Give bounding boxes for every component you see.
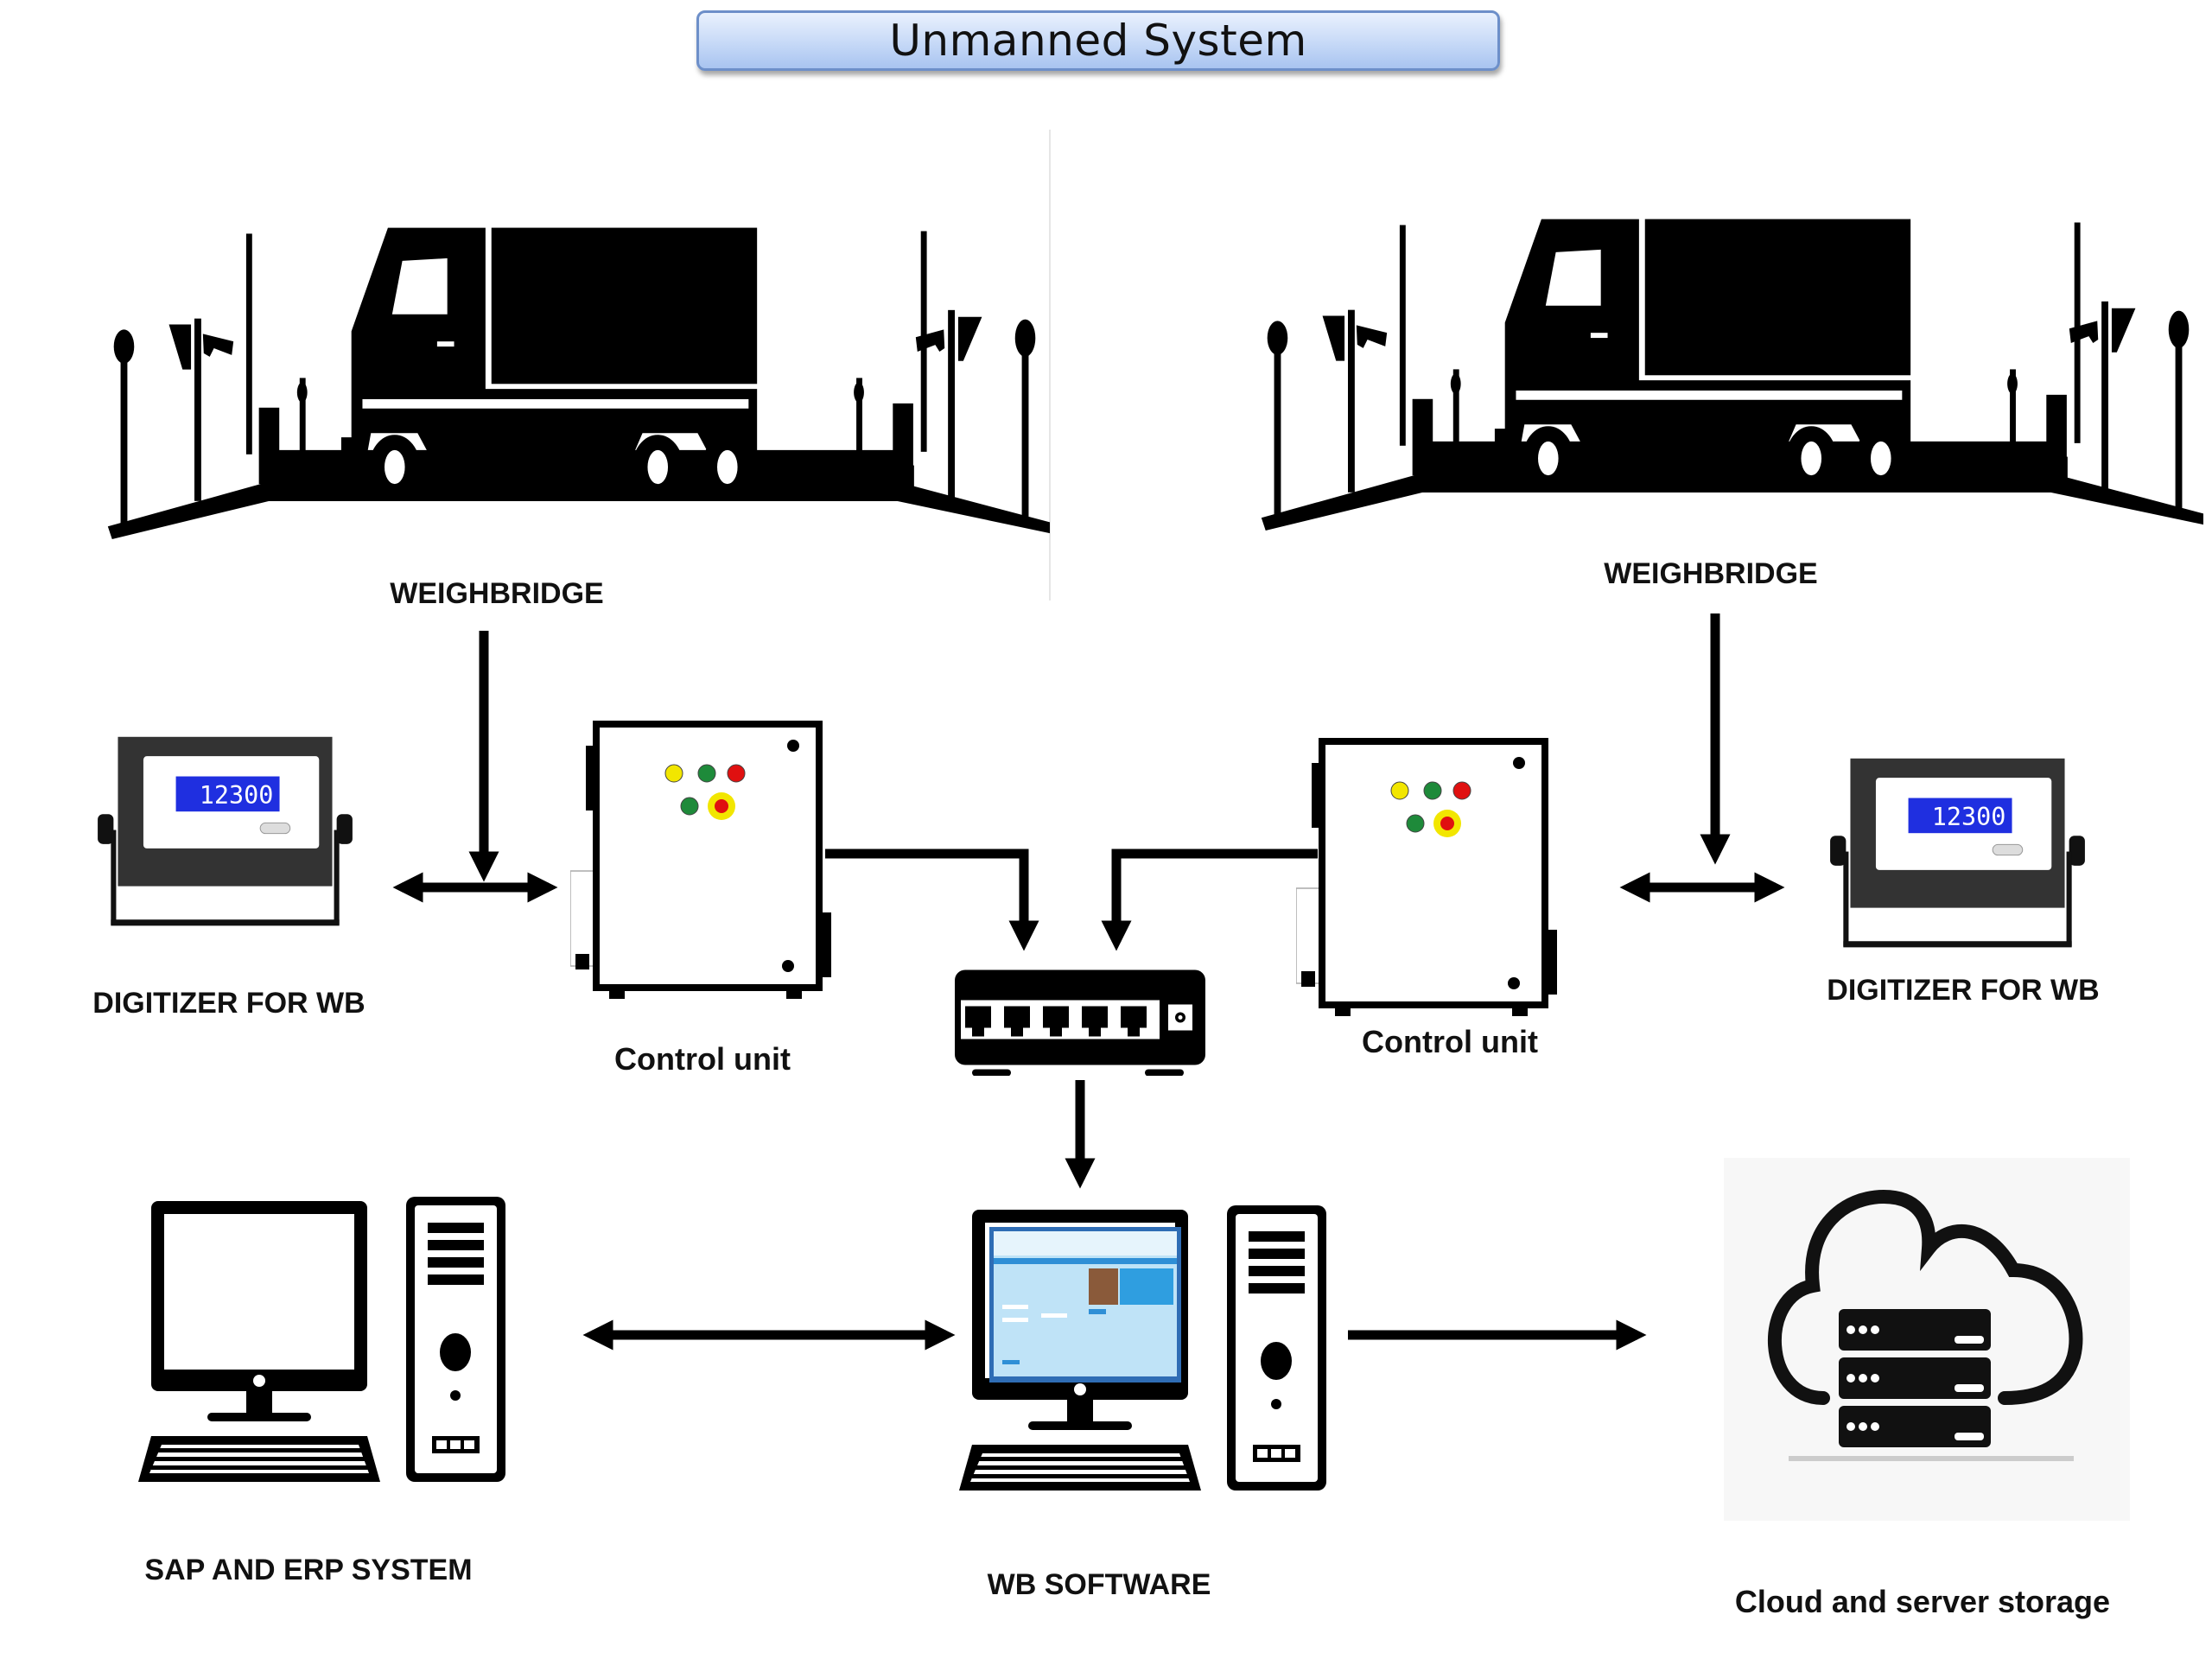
digitizer-right-label: DIGITIZER FOR WB [1827,974,2100,1007]
cloud-server-icon [1724,1158,2130,1521]
weighbridge-left-label: WEIGHBRIDGE [390,577,604,610]
arrow-control-left-switch [825,849,1039,951]
wb-software-screen [989,1227,1181,1382]
connectors [392,613,1785,1351]
weighbridge-right-icon [1261,219,2203,531]
weighbridge-right-label: WEIGHBRIDGE [1604,557,1818,590]
control-unit-right-icon [1296,741,1557,1016]
network-switch-icon [955,969,1205,1076]
wb-software-label: WB SOFTWARE [987,1568,1211,1601]
digitizer-left-icon [97,736,353,926]
arrow-control-right-switch [1101,849,1318,951]
control-unit-left-label: Control unit [614,1041,791,1077]
section-divider [1049,130,1051,601]
digitizer-right-icon [1829,758,2086,948]
control-unit-left-icon [570,724,831,999]
sap-erp-label: SAP AND ERP SYSTEM [144,1554,473,1586]
cloud-storage-label: Cloud and server storage [1734,1584,2111,1619]
diagram-title: Unmanned System [696,10,1500,71]
weighbridge-left-icon [107,227,1050,540]
digitizer-left-label: DIGITIZER FOR WB [92,987,365,1020]
sap-erp-computer-icon [138,1197,505,1482]
control-unit-right-label: Control unit [1362,1024,1538,1059]
